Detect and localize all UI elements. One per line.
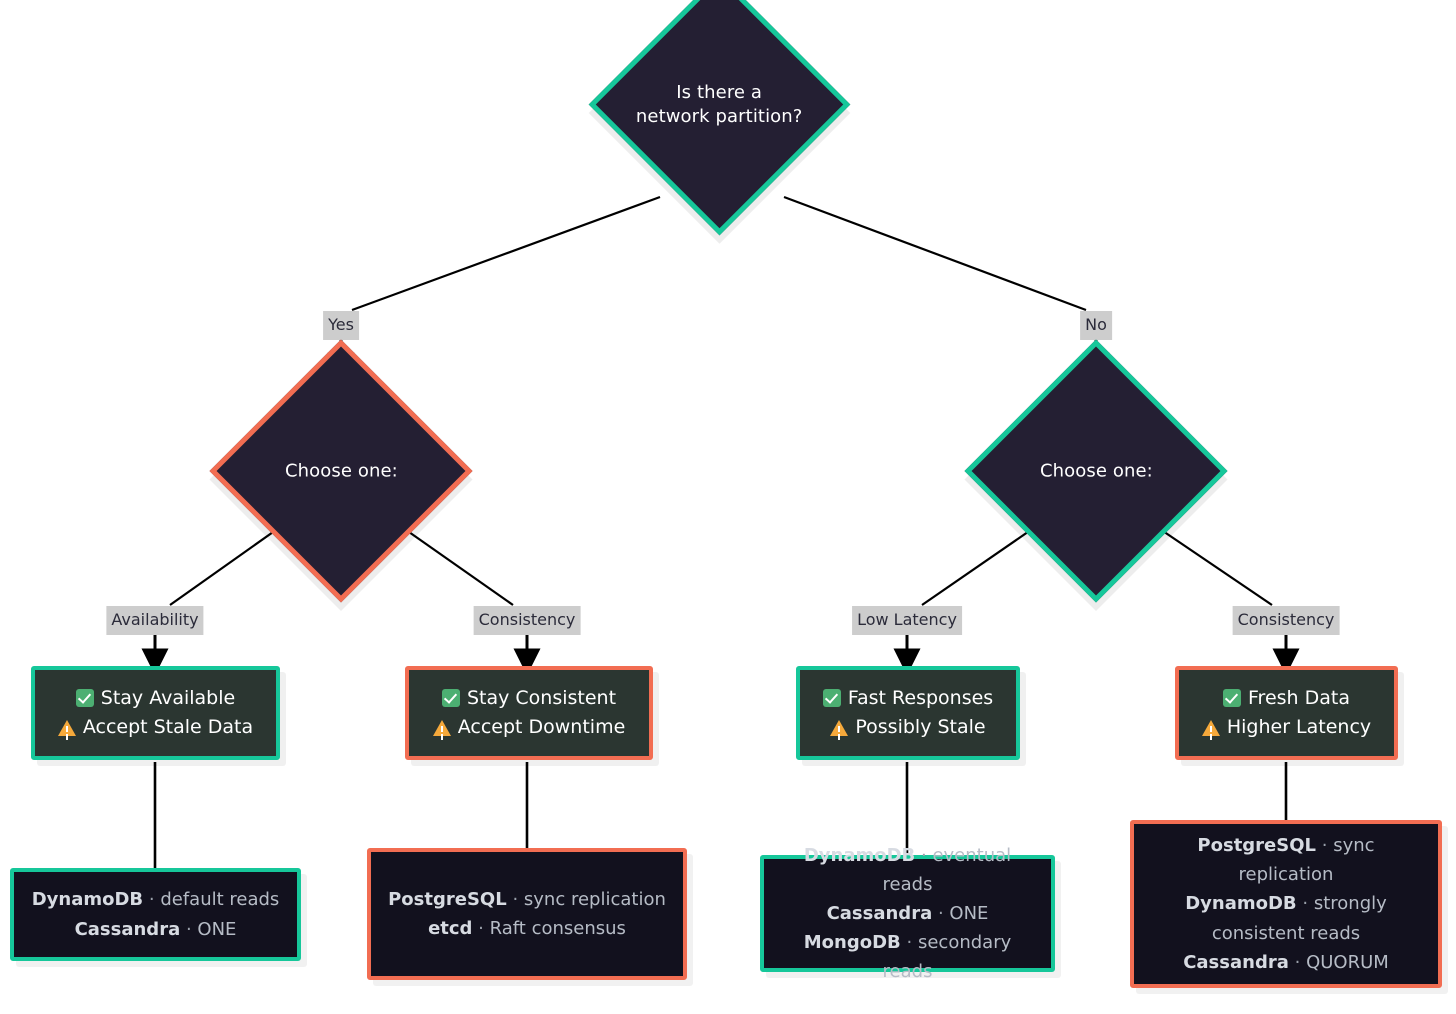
edge-right-consistency <box>1153 524 1273 606</box>
outcome-stay-available[interactable]: Stay Available Accept Stale Data <box>31 666 280 760</box>
detail-line: Cassandra · QUORUM <box>1183 948 1389 977</box>
decision-no-branch-label: Choose one: <box>1039 460 1153 482</box>
edge-root-no <box>783 195 1087 312</box>
db-name: PostgreSQL <box>1197 835 1317 857</box>
detail-consistency-left-databases[interactable]: PostgreSQL · sync replication etcd · Raf… <box>367 848 687 980</box>
outcome-caution-text: Accept Downtime <box>457 716 626 738</box>
db-separator: · <box>1302 893 1309 915</box>
warning-icon <box>57 719 76 737</box>
detail-line: PostgreSQL · sync replication <box>1148 831 1424 889</box>
db-mode: Raft consensus <box>489 918 626 939</box>
outcome-good-text: Fresh Data <box>1248 686 1350 709</box>
outcome-good-text: Stay Consistent <box>466 686 617 709</box>
db-mode: eventual reads <box>882 844 1012 895</box>
detail-consistency-right-databases[interactable]: PostgreSQL · sync replication DynamoDB ·… <box>1130 820 1442 988</box>
outcome-fresh-data[interactable]: Fresh Data Higher Latency <box>1175 666 1398 760</box>
detail-line: etcd · Raft consensus <box>428 914 626 943</box>
outcome-good-line: Stay Available <box>75 684 236 713</box>
db-separator: · <box>148 889 155 911</box>
edge-label-availability: Availability <box>106 606 204 635</box>
db-name: DynamoDB <box>31 889 144 911</box>
db-name: Cassandra <box>74 918 181 940</box>
detail-line: DynamoDB · strongly consistent reads <box>1148 889 1424 947</box>
db-name: Cassandra <box>826 902 933 924</box>
db-separator: · <box>1294 951 1301 973</box>
check-icon <box>1223 689 1241 708</box>
db-name: MongoDB <box>803 932 901 954</box>
edge-label-yes: Yes <box>323 311 359 340</box>
db-separator: · <box>906 932 913 954</box>
db-mode: default reads <box>160 889 280 911</box>
db-separator: · <box>478 918 484 939</box>
db-name: DynamoDB <box>803 844 916 866</box>
outcome-good-text: Fast Responses <box>847 686 994 709</box>
outcome-caution-text: Higher Latency <box>1226 716 1372 738</box>
db-name: DynamoDB <box>1185 893 1297 915</box>
edge-label-consistency-left: Consistency <box>473 606 581 635</box>
detail-line: DynamoDB · default reads <box>32 885 280 914</box>
warning-icon <box>432 719 451 737</box>
db-mode: ONE <box>197 918 237 940</box>
db-mode: ONE <box>949 902 989 924</box>
check-icon <box>822 689 841 708</box>
edge-left-consistency <box>398 524 514 606</box>
db-name: etcd <box>428 918 473 939</box>
detail-line: PostgreSQL · sync replication <box>388 885 666 914</box>
outcome-caution-text: Possibly Stale <box>855 716 986 738</box>
db-mode: secondary reads <box>882 932 1012 983</box>
outcome-caution-text: Accept Stale Data <box>82 716 254 738</box>
edge-right-lowlatency <box>921 524 1039 606</box>
decision-yes-branch-label: Choose one: <box>284 460 398 482</box>
outcome-good-line: Fresh Data <box>1223 684 1350 713</box>
edge-label-no: No <box>1080 311 1112 340</box>
db-separator: · <box>512 888 519 910</box>
detail-line: Cassandra · ONE <box>827 899 989 928</box>
db-mode: strongly consistent reads <box>1211 893 1387 944</box>
outcome-caution-line: Accept Downtime <box>432 713 626 742</box>
db-name: PostgreSQL <box>388 888 507 910</box>
edge-label-consistency-right: Consistency <box>1232 606 1340 635</box>
detail-low-latency-databases[interactable]: DynamoDB · eventual reads Cassandra · ON… <box>760 845 1055 982</box>
edge-left-availability <box>169 524 284 606</box>
outcome-caution-line: Higher Latency <box>1201 713 1372 742</box>
outcome-caution-line: Possibly Stale <box>830 713 986 742</box>
outcome-caution-line: Accept Stale Data <box>57 713 254 742</box>
decision-root[interactable]: Is there a network partition? <box>588 0 851 236</box>
outcome-good-text: Stay Available <box>100 686 236 709</box>
detail-line: Cassandra · ONE <box>75 915 237 944</box>
detail-line: MongoDB · secondary reads <box>778 928 1037 986</box>
check-icon <box>75 689 94 708</box>
db-mode: sync replication <box>1238 835 1375 886</box>
outcome-fast-responses[interactable]: Fast Responses Possibly Stale <box>796 666 1020 760</box>
decision-yes-branch[interactable]: Choose one: <box>209 339 473 603</box>
db-separator: · <box>185 918 192 940</box>
db-name: Cassandra <box>1183 951 1289 973</box>
outcome-good-line: Stay Consistent <box>441 684 617 713</box>
edge-root-yes <box>351 195 661 312</box>
db-separator: · <box>1321 835 1328 857</box>
edge-label-low-latency: Low Latency <box>852 606 962 635</box>
warning-icon <box>830 719 849 737</box>
db-mode: sync replication <box>523 888 666 910</box>
detail-availability-databases[interactable]: DynamoDB · default reads Cassandra · ONE <box>10 868 301 961</box>
decision-no-branch[interactable]: Choose one: <box>964 339 1228 603</box>
check-icon <box>441 689 460 708</box>
db-separator: · <box>920 844 927 866</box>
detail-line: DynamoDB · eventual reads <box>778 841 1037 899</box>
db-mode: QUORUM <box>1306 951 1389 973</box>
db-separator: · <box>937 902 944 924</box>
decision-root-label: Is there a network partition? <box>636 81 803 127</box>
outcome-stay-consistent[interactable]: Stay Consistent Accept Downtime <box>405 666 653 760</box>
outcome-good-line: Fast Responses <box>822 684 994 713</box>
warning-icon <box>1201 719 1220 737</box>
